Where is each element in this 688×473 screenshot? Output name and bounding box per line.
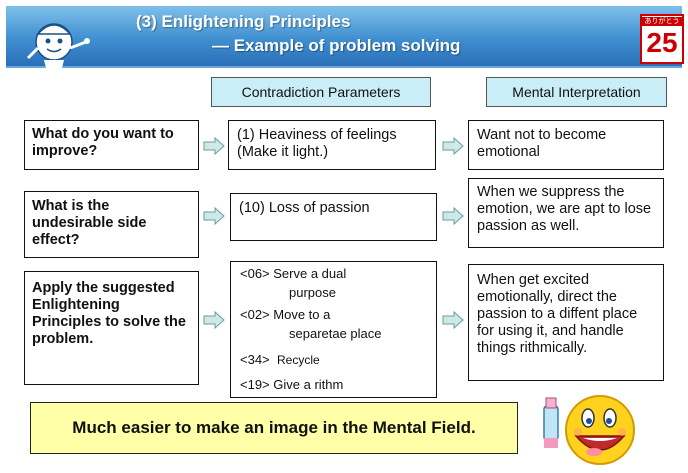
page-number-badge: ありがとう 25 (640, 14, 684, 64)
smiley-toast-icon (543, 395, 635, 465)
badge-number: 25 (646, 27, 678, 58)
column-head-contradiction: Contradiction Parameters (211, 77, 431, 107)
column-head-mental: Mental Interpretation (486, 77, 667, 107)
interpretation-emotional: Want not to become emotional (468, 120, 664, 170)
principle-06: <06> Serve a dual (240, 266, 347, 281)
arrow-right-icon (203, 311, 225, 329)
principle-06-cont: purpose (289, 285, 336, 300)
badge-caption: ありがとう (642, 17, 682, 26)
principle-19: <19> Give a rithm (240, 377, 344, 392)
title-line-2: — Example of problem solving (212, 36, 461, 55)
question-apply-principles: Apply the suggested Enlightening Princip… (24, 271, 199, 385)
principle-34-code: <34> (240, 352, 270, 367)
question-side-effect: What is the undesirable side effect? (24, 191, 199, 258)
parameter-heaviness: (1) Heaviness of feelings (Make it light… (228, 120, 436, 170)
conclusion-banner: Much easier to make an image in the Ment… (30, 402, 518, 454)
principles-list: <06> Serve a dual purpose <02> Move to a… (230, 261, 437, 398)
interpretation-redirect-passion: When get excited emotionally, direct the… (468, 264, 664, 381)
arrow-right-icon (442, 311, 464, 329)
arrow-right-icon (203, 137, 225, 155)
arrow-right-icon (442, 207, 464, 225)
arrow-right-icon (442, 137, 464, 155)
title-line-1: (3) Enlightening Principles (136, 12, 351, 31)
arrow-right-icon (203, 207, 225, 225)
mascot-icon (26, 23, 90, 68)
parameter-loss-of-passion: (10) Loss of passion (230, 193, 437, 241)
principle-02-cont: separetae place (289, 326, 382, 341)
question-improve: What do you want to improve? (24, 120, 199, 170)
principle-02: <02> Move to a (240, 307, 331, 322)
header-bar: (3) Enlightening Principles — Example of… (6, 6, 684, 68)
principle-34-label: Recycle (277, 353, 320, 367)
interpretation-suppress: When we suppress the emotion, we are apt… (468, 178, 664, 248)
